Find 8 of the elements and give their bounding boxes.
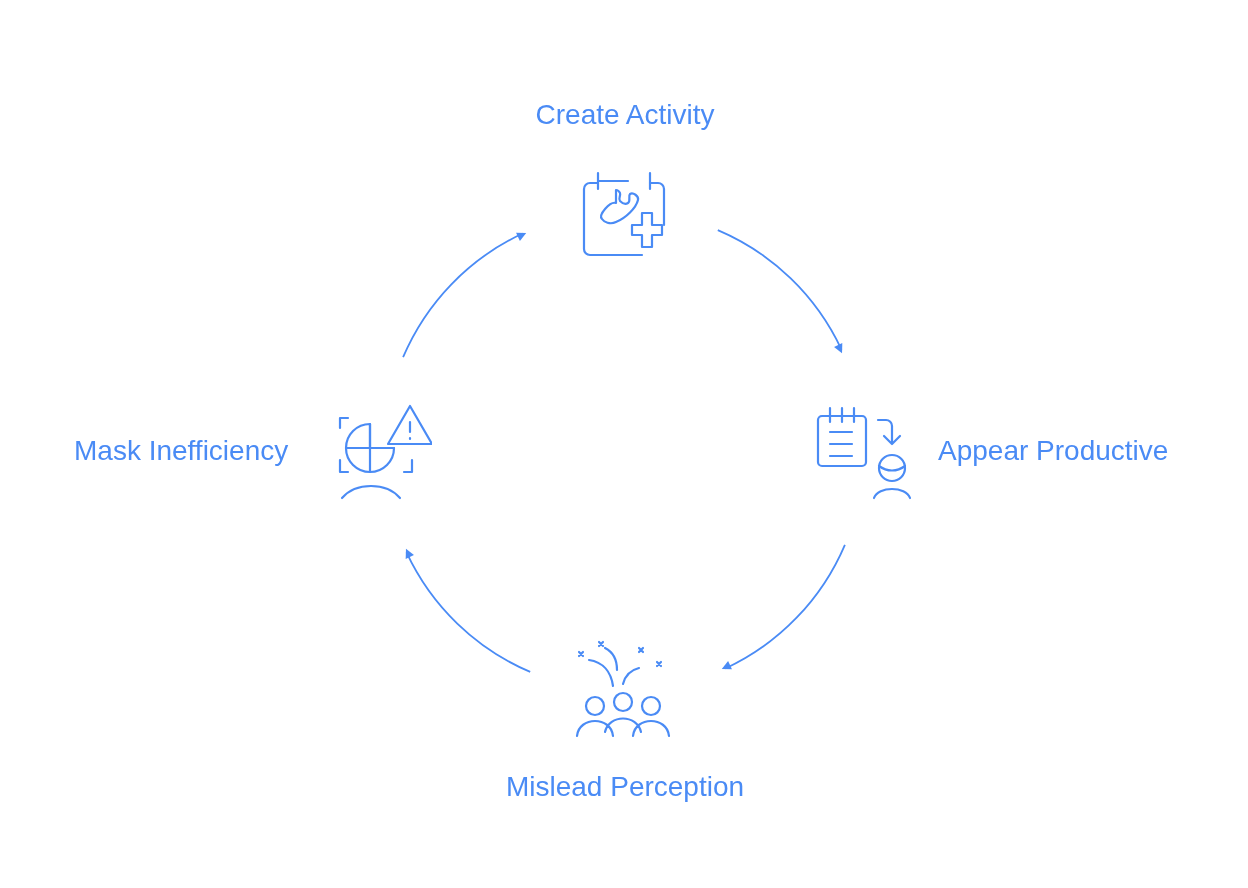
step-label: Create Activity xyxy=(534,98,716,132)
curved-arrow xyxy=(402,232,527,359)
curved-arrow xyxy=(405,548,532,673)
curved-arrow xyxy=(716,229,843,354)
curved-arrow xyxy=(721,543,846,670)
step-label: Mislead Perception xyxy=(504,770,746,804)
step-label: Appear Productive xyxy=(938,434,1170,468)
step-label: Mask Inefficiency xyxy=(74,434,290,468)
